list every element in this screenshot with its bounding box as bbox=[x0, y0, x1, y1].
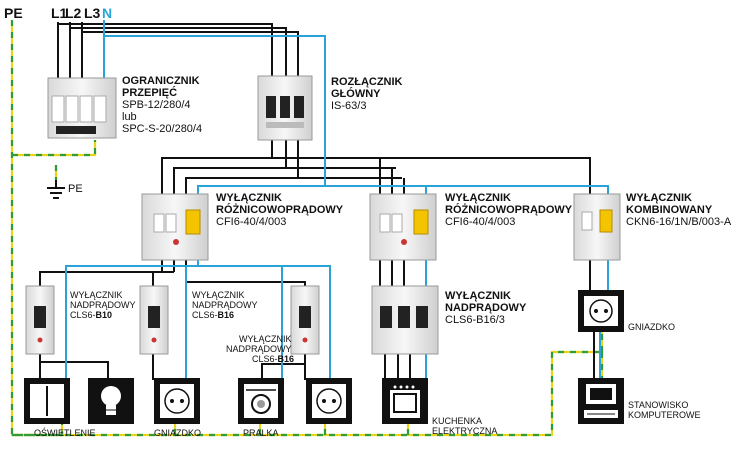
rcd-middle bbox=[369, 193, 437, 261]
rcd-left bbox=[141, 193, 209, 261]
mcb-1-title: WYŁĄCZNIK NADPRĄDOWY bbox=[70, 290, 136, 310]
rcd-middle-title: WYŁĄCZNIK RÓŻNICOWOPRĄDOWY bbox=[445, 192, 573, 216]
lighting-label: OŚWIETLENIE bbox=[34, 428, 96, 438]
rcd-left-title: WYŁĄCZNIK RÓŻNICOWOPRĄDOWY bbox=[216, 192, 344, 216]
mcb-1-model: CLS6-B10 bbox=[70, 310, 113, 320]
mcb-3pole-title: WYŁĄCZNIK NADPRĄDOWY bbox=[445, 290, 527, 314]
socket-icon bbox=[154, 378, 200, 424]
surge-title: OGRANICZNIK PRZEPIĘĆ bbox=[122, 75, 200, 99]
l2-bus-label: L2 bbox=[65, 5, 82, 21]
washer-label: PRALKA bbox=[243, 428, 279, 438]
combined-model: CKN6-16/1N/B/003-A bbox=[626, 216, 732, 228]
computer-label: STANOWISKO KOMPUTEROWE bbox=[628, 400, 701, 420]
pe-bus-label: PE bbox=[4, 5, 23, 21]
light-bulb-icon bbox=[88, 378, 134, 424]
mcb-2-title: WYŁĄCZNIK NADPRĄDOWY bbox=[192, 290, 258, 310]
surge-arrester bbox=[47, 77, 117, 139]
mcb-3-title: WYŁĄCZNIK NADPRĄDOWY bbox=[226, 334, 292, 354]
combined-title: WYŁĄCZNIK KOMBINOWANY bbox=[626, 192, 713, 216]
combined-breaker bbox=[573, 193, 621, 261]
mcb-3pole bbox=[371, 285, 439, 355]
surge-or: lub bbox=[122, 111, 137, 123]
main-switch-model: IS-63/3 bbox=[331, 100, 367, 112]
l1-bus-label: L1 bbox=[51, 5, 68, 21]
main-switch bbox=[257, 75, 313, 141]
socket-combined-icon bbox=[578, 290, 624, 332]
mcb-b16-a bbox=[139, 285, 169, 355]
main-switch-title: ROZŁĄCZNIK GŁÓWNY bbox=[331, 76, 403, 100]
earth-label: PE bbox=[68, 183, 83, 195]
computer-icon bbox=[578, 378, 624, 424]
socket-2-label: GNIAZDKO bbox=[628, 322, 676, 332]
n-bus-label: N bbox=[102, 5, 113, 21]
socket-washer-icon bbox=[306, 378, 352, 424]
mcb-3-model: CLS6-B16 bbox=[252, 354, 295, 364]
rcd-middle-model: CFI6-40/4/003 bbox=[445, 216, 516, 228]
mcb-2-model: CLS6-B16 bbox=[192, 310, 235, 320]
stove-label: KUCHENKA ELEKTRYCZNA bbox=[432, 416, 498, 436]
surge-model: SPB-12/280/4 bbox=[122, 99, 191, 111]
light-switch-icon bbox=[24, 378, 70, 424]
socket-1-label: GNIAZDKO bbox=[154, 428, 202, 438]
surge-alt-model: SPC-S-20/280/4 bbox=[122, 123, 203, 135]
earth-symbol-icon bbox=[47, 180, 65, 199]
rcd-left-model: CFI6-40/4/003 bbox=[216, 216, 287, 228]
mcb-3pole-model: CLS6-B16/3 bbox=[445, 314, 505, 326]
l3-bus-label: L3 bbox=[84, 5, 101, 21]
phase-conductors bbox=[39, 22, 595, 380]
electric-stove-icon bbox=[382, 378, 428, 424]
washing-machine-icon bbox=[238, 378, 284, 424]
mcb-b16-b bbox=[290, 285, 320, 355]
mcb-b10 bbox=[25, 285, 55, 355]
